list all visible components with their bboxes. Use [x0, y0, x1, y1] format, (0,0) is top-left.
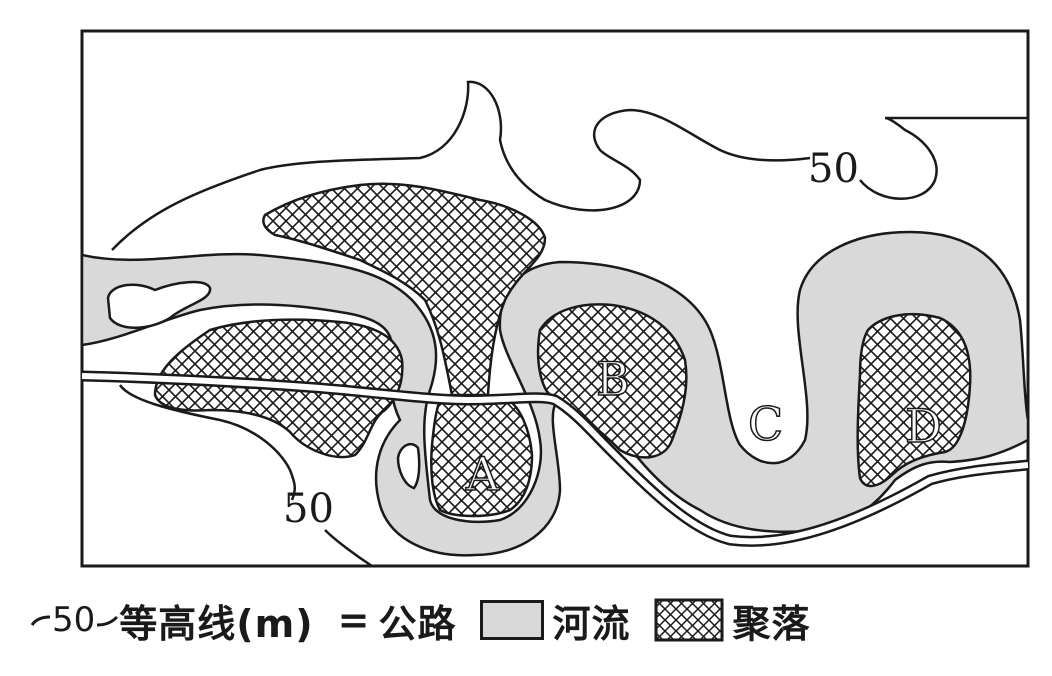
legend-contour-label: 等高线(m): [119, 601, 314, 646]
river-swatch-icon: [480, 600, 545, 640]
contour-label-lower: 50: [283, 486, 334, 532]
contour-line-right-lobe: [859, 116, 1028, 200]
contour-line-symbol-tail-icon: [97, 615, 119, 627]
legend-river: 河流: [480, 593, 630, 648]
settlement-swatch-icon: [654, 598, 724, 642]
legend-settlement-label: 聚落: [732, 601, 811, 646]
map-legend: 50 等高线(m) = 公路 河流 聚落: [30, 585, 835, 655]
contour-line-symbol-icon: [30, 615, 51, 626]
legend-contour-value: 50: [52, 600, 96, 640]
road-symbol-icon: =: [337, 598, 371, 642]
place-label-d: D: [905, 399, 942, 453]
legend-road-label: 公路: [378, 601, 457, 646]
place-label-b: B: [596, 352, 630, 406]
settlement-north: [262, 182, 547, 397]
river-island-left: [106, 280, 212, 329]
river-island-small: [396, 442, 421, 490]
legend-road: = 公路: [338, 593, 457, 648]
contour-label-upper: 50: [808, 146, 859, 192]
contour-line-lower: [118, 384, 373, 566]
road-inner: [82, 373, 1028, 545]
legend-river-label: 河流: [552, 601, 631, 646]
contour-line-upper: [111, 80, 811, 251]
legend-contour: 50 等高线(m): [30, 593, 314, 648]
legend-settlement: 聚落: [654, 593, 810, 648]
place-label-c: C: [748, 397, 783, 451]
place-label-a: A: [465, 447, 500, 501]
settlement-d: [856, 312, 972, 488]
